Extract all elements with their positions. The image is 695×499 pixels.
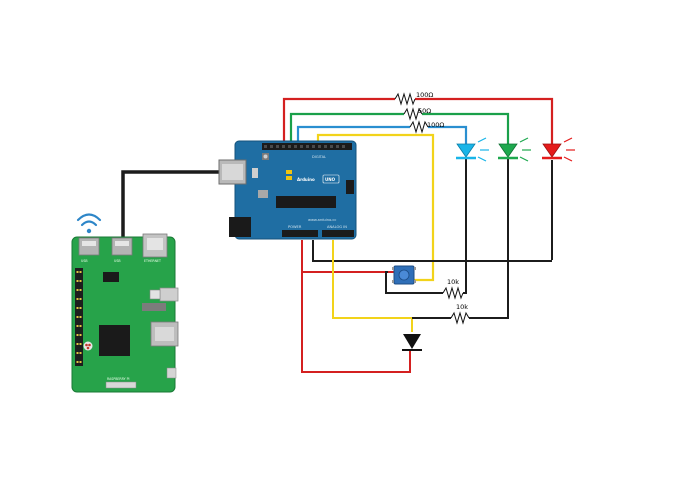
usb-cable xyxy=(121,170,220,238)
analog-label: ANALOG IN xyxy=(327,225,347,229)
wire-black-button xyxy=(385,271,444,294)
raspberry-pi-board: USB USB ETHERNET xyxy=(71,233,179,393)
pi-bottom-label: RASPBERRY PI xyxy=(107,377,130,381)
resistor-label: 10k xyxy=(456,303,468,311)
wire-yellow-analog xyxy=(332,240,413,332)
led-red xyxy=(542,137,575,162)
wire-blue-led-down xyxy=(460,158,467,294)
arduino-power-jack xyxy=(229,217,251,237)
wire-red-5v xyxy=(301,240,411,373)
diode xyxy=(402,334,422,351)
power-label: POWER xyxy=(288,225,302,229)
pi-port-label: USB xyxy=(81,259,88,263)
resistor-label: 100Ω xyxy=(416,91,433,99)
push-button xyxy=(392,265,416,285)
raspberry-logo-icon xyxy=(83,341,93,351)
resistor-100-ohm-blue: 100Ω xyxy=(409,120,444,134)
resistor-100-ohm-top: 100Ω xyxy=(394,91,433,106)
arduino-model-label: UNO xyxy=(325,177,336,182)
led-green xyxy=(498,137,531,162)
arduino-site-label: www.arduino.cc xyxy=(308,218,336,222)
resistor-label: 50Ω xyxy=(418,107,431,115)
resistor-10k-diode: 10k xyxy=(450,303,470,325)
resistor-label: 10k xyxy=(447,278,459,286)
pi-soc-chip xyxy=(99,325,130,356)
digital-label: DIGITAL xyxy=(312,155,326,159)
led-blue xyxy=(456,137,489,162)
pi-usb-port xyxy=(78,237,100,256)
power-header xyxy=(282,230,318,237)
pi-port-label: ETHERNET xyxy=(144,259,161,263)
wire-green-top xyxy=(289,112,510,152)
pi-audio-jack xyxy=(159,287,179,302)
resistor-10k-button: 10k xyxy=(442,278,464,300)
atmega-chip xyxy=(276,196,336,208)
wire-green-led-down xyxy=(467,158,509,319)
resistor-50-ohm: 50Ω xyxy=(403,107,431,121)
wire-red-top xyxy=(282,97,554,152)
pi-gpio-header xyxy=(75,268,83,366)
pi-port-label: USB xyxy=(114,259,121,263)
wire-blue-top xyxy=(296,125,468,152)
wire-ground-common xyxy=(312,240,552,262)
analog-header xyxy=(322,230,354,237)
wifi-icon xyxy=(76,213,102,234)
arduino-brand-label: Arduino xyxy=(297,177,315,182)
resistor-label: 100Ω xyxy=(427,121,444,129)
pi-usb-port xyxy=(111,237,133,256)
arduino-uno-board: Arduino UNO www.arduino.cc DIGITAL POWER… xyxy=(218,140,357,240)
